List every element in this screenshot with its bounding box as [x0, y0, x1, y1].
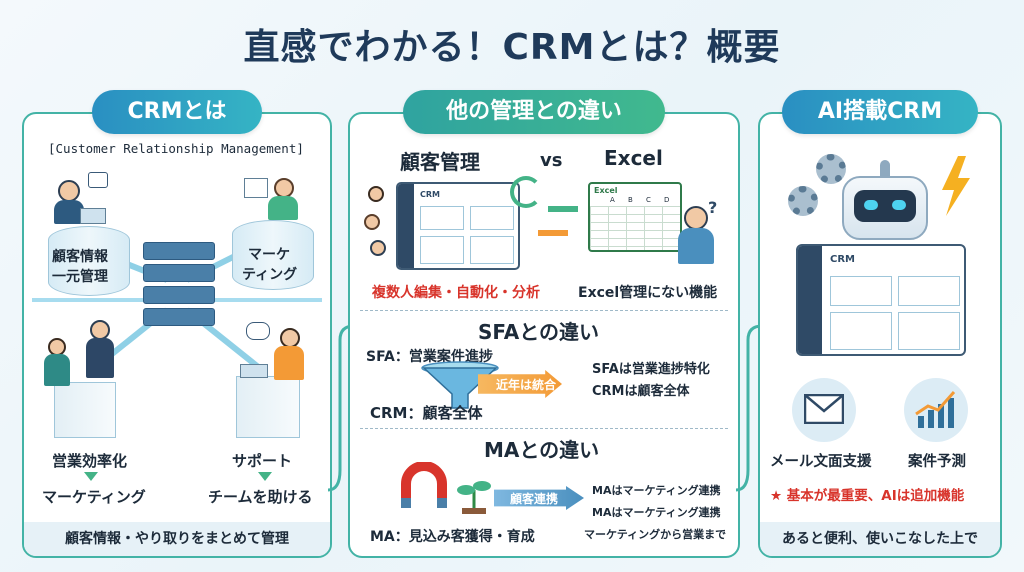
- crm-overview-footer: 顧客情報・やり取りをまとめて管理: [24, 522, 330, 556]
- speech-bubble-icon: [246, 322, 270, 340]
- excel-window: Excel A B C D: [588, 182, 682, 252]
- laptop-icon: [240, 364, 268, 378]
- section-divider: [360, 428, 728, 429]
- robot-eye-icon: [864, 200, 878, 210]
- exchange-arrow-orange-icon: [538, 230, 568, 236]
- gear-icon: [788, 186, 818, 216]
- marketing-label-1: マーケ: [248, 247, 290, 263]
- robot-eye-icon: [892, 200, 906, 210]
- ma-label: MA：見込み客獲得・育成: [370, 529, 535, 545]
- comparison-header: 他の管理との違い: [403, 90, 665, 134]
- sales-efficiency-label: 営業効率化: [52, 452, 128, 470]
- gear-icon: [816, 154, 846, 184]
- excel-col-d: D: [664, 196, 670, 204]
- robot-antenna: [880, 160, 890, 176]
- down-arrow-icon: [84, 472, 98, 481]
- sfa-label: SFA：営業案件進捗: [366, 349, 493, 365]
- ai-crm-footer: あると便利、使いこなした上で: [760, 522, 1000, 556]
- lightning-icon: [942, 156, 970, 216]
- customer-info-label-1: 顧客情報: [52, 249, 108, 265]
- person-icon: [370, 240, 386, 256]
- crm-label: CRM：顧客全体: [370, 404, 483, 422]
- excel-col-b: B: [628, 196, 633, 204]
- ma-note-3: マーケティングから営業まで: [584, 528, 727, 541]
- ai-note: ★ 基本が最重要、AIは追加機能: [770, 488, 965, 504]
- headset-person-icon: [280, 328, 300, 348]
- person-icon: [364, 214, 380, 230]
- excel-missing-text: Excel管理にない機能: [578, 285, 718, 301]
- person-body: [54, 200, 84, 224]
- speech-bubble-icon: [88, 172, 108, 188]
- marketing-result-label: マーケティング: [42, 488, 146, 506]
- mail-icon: [804, 394, 844, 424]
- magnet-icon: [401, 462, 447, 508]
- sales-desk: [54, 382, 116, 438]
- person-body: [44, 354, 70, 386]
- mail-support-label: メール文面支援: [770, 454, 872, 470]
- question-mark-icon: ?: [708, 198, 718, 217]
- growth-chart-icon: [915, 391, 956, 428]
- marketing-label-2: ティング: [242, 267, 298, 283]
- sync-icon: [510, 176, 542, 208]
- excel-col-a: A: [610, 196, 615, 204]
- ma-title: MAとの違い: [484, 438, 600, 462]
- crm-compare-title: 顧客管理: [400, 150, 480, 174]
- section-divider: [360, 310, 728, 311]
- team-help-label: チームを助ける: [208, 488, 313, 506]
- excel-compare-title: Excel: [604, 146, 663, 170]
- person-laptop-icon: [58, 180, 80, 202]
- crm-window: CRM: [396, 182, 520, 270]
- vs-label: vs: [540, 150, 563, 171]
- marketing-cylinder: [232, 220, 314, 290]
- excel-window-label: Excel: [594, 186, 618, 195]
- excel-col-c: C: [646, 196, 651, 204]
- crm-subtitle: [Customer Relationship Management]: [48, 141, 304, 156]
- person-icon: [90, 320, 110, 340]
- ma-note-1: MAはマーケティング連携: [592, 484, 721, 497]
- deal-forecast-label: 案件予測: [908, 454, 966, 470]
- crm-features-text: 複数人編集・自動化・分析: [372, 285, 540, 301]
- person-body: [274, 346, 304, 380]
- sfa-note-2: CRMは顧客全体: [592, 384, 690, 399]
- page-title: 直感でわかる！CRMとは？概要: [243, 27, 781, 68]
- person-body: [86, 338, 114, 378]
- ai-crm-window-label: CRM: [830, 254, 855, 265]
- customer-info-label-2: 一元管理: [52, 269, 108, 285]
- person-icon: [368, 186, 384, 202]
- laptop-icon: [80, 208, 106, 224]
- support-label: サポート: [232, 452, 293, 470]
- ma-note-2: MAはマーケティング連携: [592, 506, 721, 519]
- crm-window-label: CRM: [420, 190, 440, 199]
- ai-crm-window: CRM: [796, 244, 966, 356]
- exchange-arrow-green-icon: [548, 206, 578, 212]
- sfa-title: SFAとの違い: [478, 320, 600, 344]
- server-stack-icon: [143, 242, 215, 326]
- crm-overview-header: CRMとは: [92, 90, 262, 134]
- integration-arrow: [478, 370, 562, 398]
- person-body: [678, 228, 714, 264]
- sfa-note-1: SFAは営業進捗特化: [592, 362, 710, 377]
- sprout-icon: [457, 481, 491, 514]
- customer-link-arrow: [494, 486, 584, 510]
- bar-chart-icon: [244, 178, 268, 198]
- confused-person-icon: [684, 206, 708, 230]
- person-icon: [274, 178, 294, 198]
- down-arrow-icon: [258, 472, 272, 481]
- integration-arrow-label: 近年は統合: [496, 378, 557, 392]
- ai-crm-header: AI搭載CRM: [782, 90, 978, 134]
- customer-info-cylinder: [48, 226, 130, 296]
- customer-link-label: 顧客連携: [510, 492, 559, 506]
- support-desk: [236, 376, 300, 438]
- person-body: [268, 196, 298, 220]
